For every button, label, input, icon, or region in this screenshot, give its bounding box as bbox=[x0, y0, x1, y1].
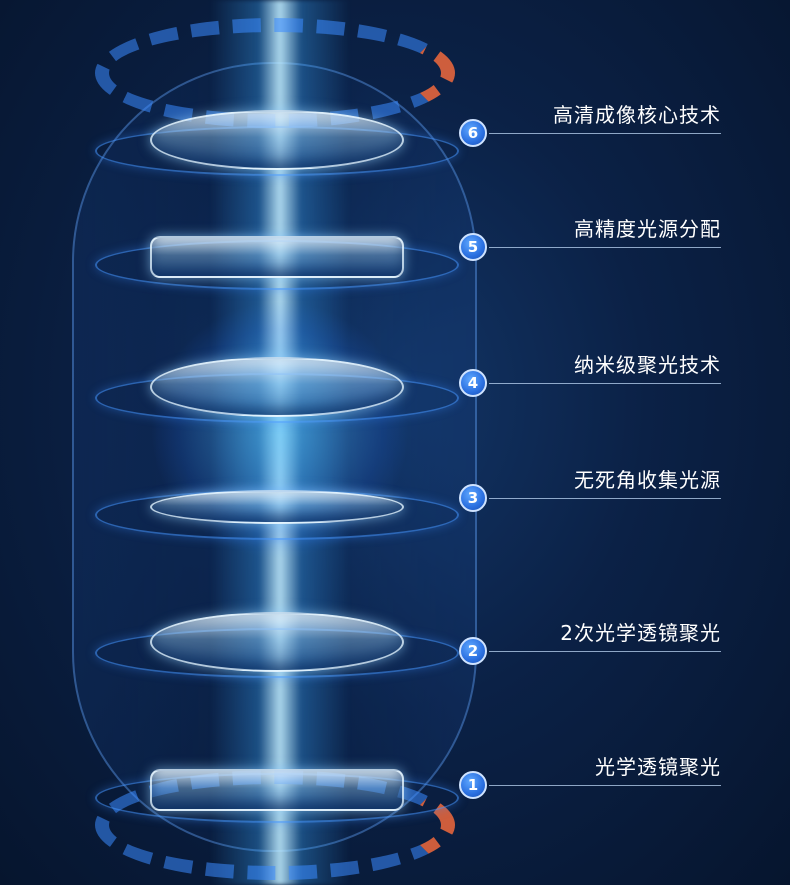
leader-line bbox=[489, 247, 721, 248]
step-label: 高清成像核心技术 bbox=[553, 103, 721, 127]
step-label: 光学透镜聚光 bbox=[595, 755, 721, 779]
step-number-badge: 3 bbox=[459, 484, 487, 512]
step-number-badge: 1 bbox=[459, 771, 487, 799]
lens-2 bbox=[95, 600, 459, 680]
step-label: 2次光学透镜聚光 bbox=[560, 621, 721, 645]
step-label: 高精度光源分配 bbox=[574, 217, 721, 241]
step-2: 2 2次光学透镜聚光 bbox=[459, 621, 721, 668]
lens-body bbox=[150, 490, 404, 524]
lens-body bbox=[150, 612, 404, 672]
lens-1 bbox=[95, 745, 459, 825]
leader-line bbox=[489, 651, 721, 652]
leader-line bbox=[489, 133, 721, 134]
step-label: 无死角收集光源 bbox=[574, 468, 721, 492]
step-number-badge: 6 bbox=[459, 119, 487, 147]
lens-6 bbox=[95, 98, 459, 178]
step-5: 5 高精度光源分配 bbox=[459, 217, 721, 264]
lens-5 bbox=[95, 212, 459, 292]
lens-body bbox=[150, 357, 404, 417]
step-3: 3 无死角收集光源 bbox=[459, 468, 721, 515]
lens-body bbox=[150, 769, 404, 811]
leader-line bbox=[489, 498, 721, 499]
step-6: 6 高清成像核心技术 bbox=[459, 103, 721, 150]
lens-4 bbox=[95, 345, 459, 425]
lens-3 bbox=[95, 462, 459, 542]
step-number-badge: 5 bbox=[459, 233, 487, 261]
step-number-badge: 4 bbox=[459, 369, 487, 397]
lens-body bbox=[150, 236, 404, 278]
step-label: 纳米级聚光技术 bbox=[574, 353, 721, 377]
step-1: 1 光学透镜聚光 bbox=[459, 755, 721, 802]
step-number-badge: 2 bbox=[459, 637, 487, 665]
leader-line bbox=[489, 383, 721, 384]
step-4: 4 纳米级聚光技术 bbox=[459, 353, 721, 400]
leader-line bbox=[489, 785, 721, 786]
lens-body bbox=[150, 110, 404, 170]
